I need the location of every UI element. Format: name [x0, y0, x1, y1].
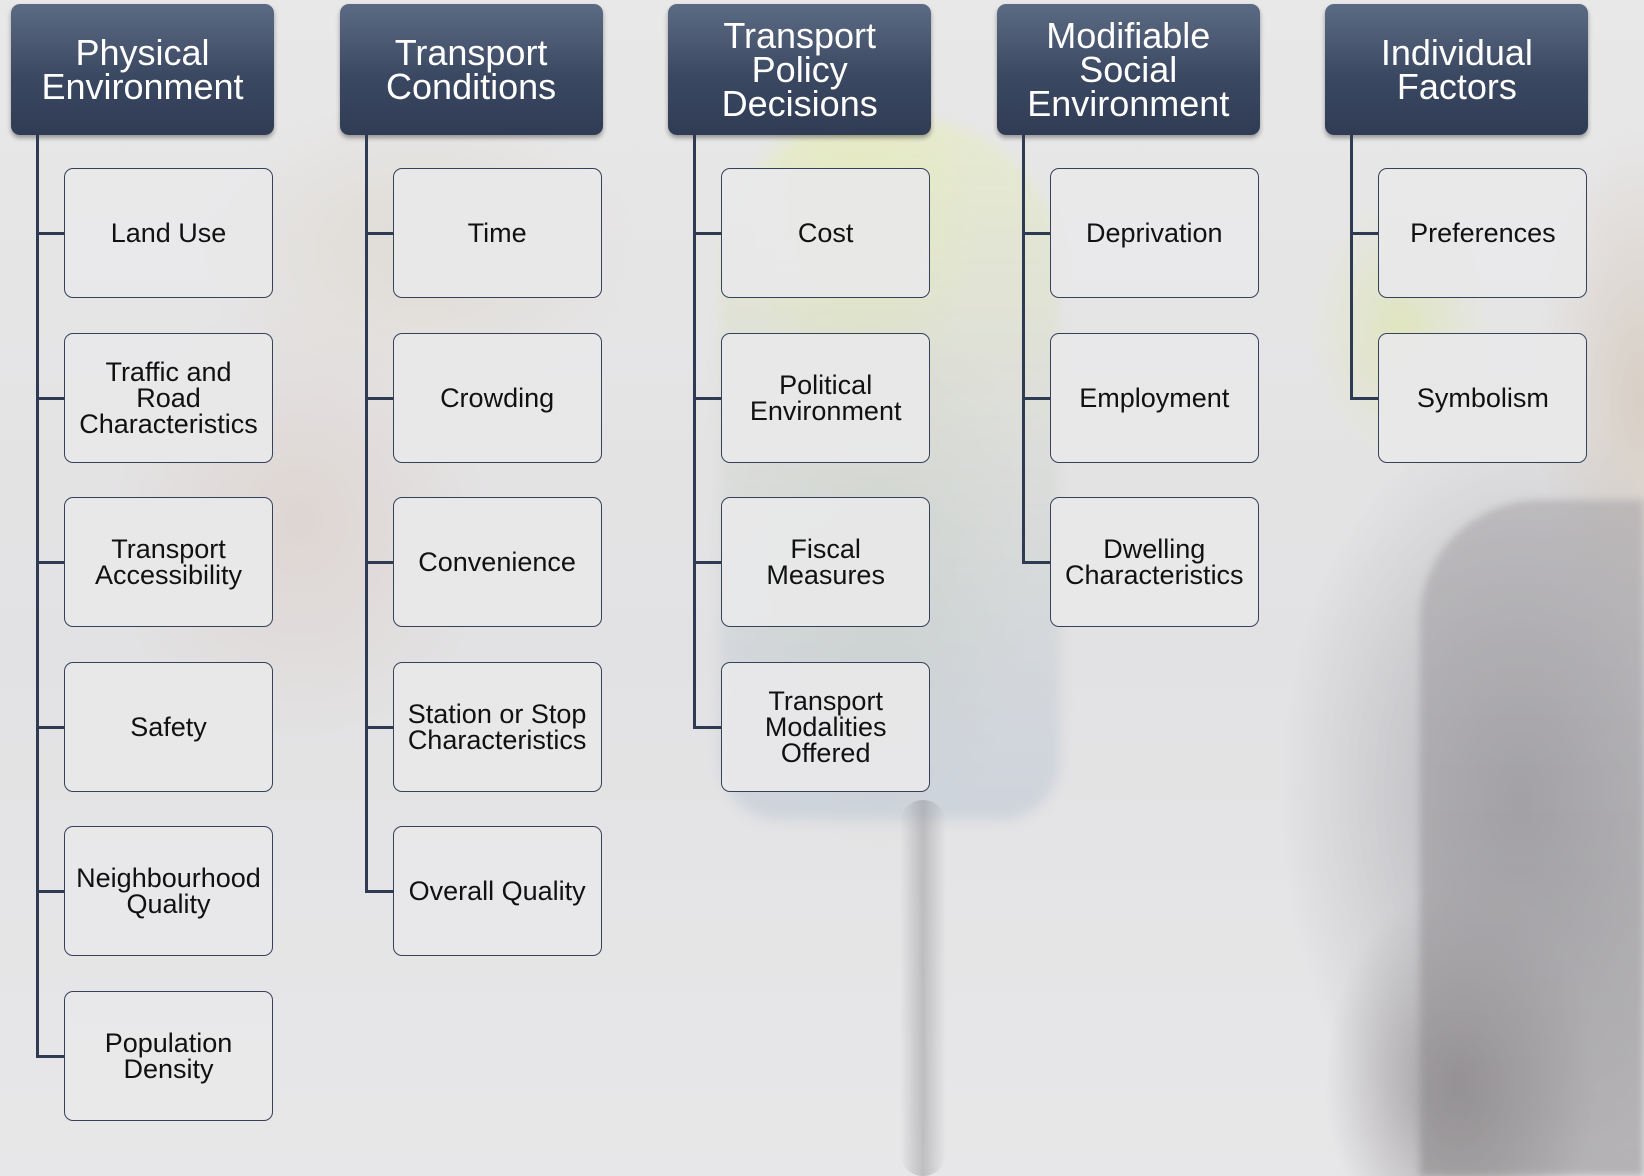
- factor-box-station-or-stop-characteristics: Station or Stop Characteristics: [392, 661, 602, 792]
- factor-box-land-use: Land Use: [64, 168, 273, 298]
- category-header: Physical Environment: [11, 4, 274, 135]
- factor-box-traffic-and-road-characteristics: Traffic and Road Characteristics: [64, 332, 273, 463]
- bicycle-wheel: [900, 800, 946, 1176]
- factor-box-crowding: Crowding: [392, 332, 602, 463]
- category-header: Transport Policy Decisions: [668, 4, 932, 135]
- connector-trunk: [693, 135, 697, 729]
- connector-branch: [364, 396, 393, 400]
- connector-trunk: [364, 135, 368, 893]
- factor-box-symbolism: Symbolism: [1378, 332, 1588, 463]
- connector-branch: [364, 561, 393, 564]
- connector-branch: [1021, 396, 1050, 400]
- category-header: Modifiable Social Environment: [996, 4, 1260, 135]
- factor-box-time: Time: [392, 168, 602, 298]
- connector-trunk: [36, 135, 39, 1058]
- category-header: Transport Conditions: [339, 4, 603, 135]
- factor-box-overall-quality: Overall Quality: [392, 826, 602, 956]
- connector-branch: [36, 890, 64, 893]
- factor-box-neighbourhood-quality: Neighbourhood Quality: [64, 826, 273, 956]
- factor-box-convenience: Convenience: [392, 497, 602, 627]
- factor-box-preferences: Preferences: [1378, 168, 1588, 298]
- factor-box-employment: Employment: [1049, 332, 1259, 463]
- factor-box-cost: Cost: [721, 168, 931, 298]
- connector-branch: [364, 890, 393, 893]
- connector-branch: [36, 232, 64, 235]
- factor-box-transport-modalities-offered: Transport Modalities Offered: [721, 661, 931, 792]
- connector-branch: [36, 1054, 64, 1058]
- connector-branch: [1021, 232, 1050, 235]
- factor-box-population-density: Population Density: [64, 990, 273, 1121]
- connector-trunk: [1021, 135, 1025, 564]
- connector-trunk: [1350, 135, 1354, 400]
- pedestrian-figure: [1420, 500, 1644, 1176]
- connector-branch: [36, 561, 64, 564]
- factor-box-political-environment: Political Environment: [721, 332, 931, 463]
- factor-box-fiscal-measures: Fiscal Measures: [721, 497, 931, 627]
- connector-branch: [1350, 232, 1379, 235]
- connector-branch: [36, 396, 64, 400]
- connector-branch: [693, 561, 722, 564]
- connector-branch: [693, 232, 722, 235]
- connector-branch: [693, 396, 722, 400]
- connector-branch: [693, 725, 722, 729]
- factor-box-dwelling-characteristics: Dwelling Characteristics: [1049, 497, 1259, 627]
- category-header: Individual Factors: [1325, 4, 1589, 135]
- factor-box-deprivation: Deprivation: [1049, 168, 1259, 298]
- factor-box-transport-accessibility: Transport Accessibility: [64, 497, 273, 627]
- connector-branch: [36, 725, 64, 729]
- connector-branch: [1021, 561, 1050, 564]
- connector-branch: [364, 725, 393, 729]
- connector-branch: [364, 232, 393, 235]
- factor-box-safety: Safety: [64, 661, 273, 792]
- connector-branch: [1350, 396, 1379, 400]
